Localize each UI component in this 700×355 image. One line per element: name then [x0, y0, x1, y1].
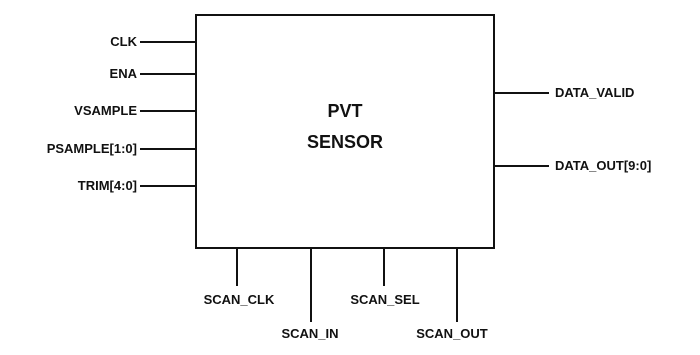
pin-label-vsample: VSAMPLE	[74, 103, 137, 118]
pin-label-ena: ENA	[110, 66, 138, 81]
pin-label-psample: PSAMPLE[1:0]	[47, 141, 137, 156]
pin-label-trim: TRIM[4:0]	[78, 178, 137, 193]
pin-label-data-out: DATA_OUT[9:0]	[555, 158, 651, 173]
block-title-line2: SENSOR	[307, 132, 383, 152]
pin-label-data-valid: DATA_VALID	[555, 85, 634, 100]
pin-label-scan-in: SCAN_IN	[281, 326, 338, 341]
pin-label-clk: CLK	[110, 34, 137, 49]
pin-label-scan-out: SCAN_OUT	[416, 326, 488, 341]
pin-label-scan-sel: SCAN_SEL	[350, 292, 419, 307]
block-title-line1: PVT	[327, 101, 362, 121]
sensor-block	[195, 14, 495, 249]
pin-label-scan-clk: SCAN_CLK	[204, 292, 275, 307]
